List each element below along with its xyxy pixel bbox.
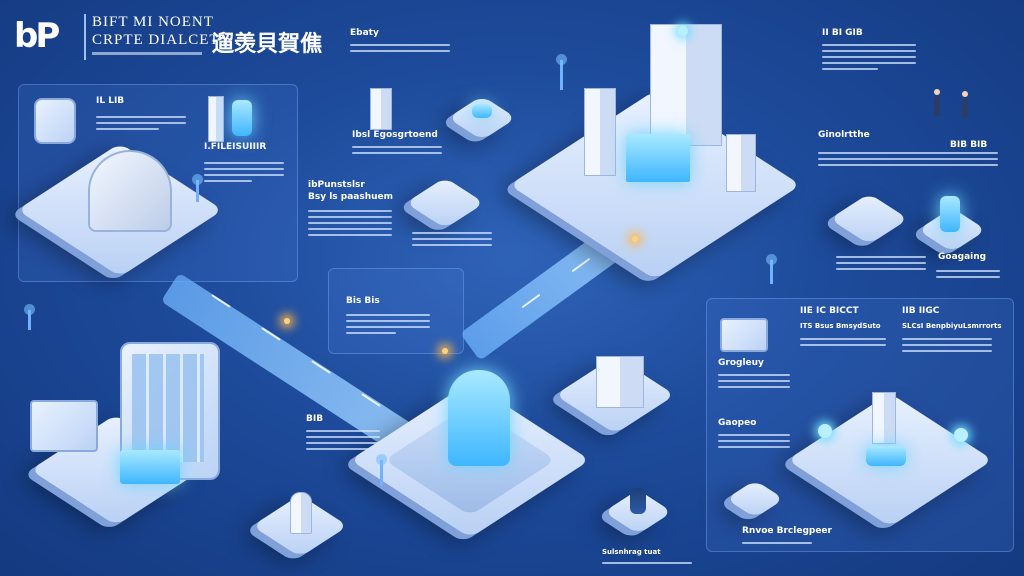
panel-subheading: Ginolrtthe	[818, 130, 870, 140]
panel-heading: Ebaty	[350, 28, 379, 38]
brand-title-chinese: 遛羡貝賀僬	[212, 32, 323, 57]
panel-text-block	[204, 158, 284, 186]
panel-subheading: Gaopeo	[718, 418, 757, 428]
skyscraper	[650, 24, 722, 146]
panel-subheading: I.FILEISUIIIR	[204, 142, 267, 152]
platform-tile	[405, 177, 485, 229]
panel-mid-box	[328, 268, 464, 354]
platform-tile	[829, 193, 909, 245]
panel-text-block	[352, 142, 442, 158]
antenna-tower	[872, 392, 896, 444]
tree-icon	[24, 304, 35, 330]
panel-text-block	[822, 40, 916, 74]
panel-text-block	[350, 40, 450, 56]
office-icon	[720, 318, 768, 352]
statue-figure	[290, 492, 312, 534]
panel-column-label: ITS Bsus BmsydSuto	[800, 322, 881, 330]
panel-text-block	[718, 370, 790, 392]
panel-text-block	[412, 228, 492, 250]
glowing-panel	[120, 450, 180, 484]
glass-facade	[626, 134, 690, 182]
panel-heading: II BI GIB	[822, 28, 863, 38]
panel-heading: IIE IC BICCT	[800, 306, 859, 316]
glass-cylinder	[232, 100, 252, 136]
tree-icon	[766, 254, 777, 284]
street-light	[284, 318, 290, 324]
panel-subheading: Ibsl Egosgrtoend	[352, 130, 438, 140]
street-light	[632, 236, 638, 242]
monitor-icon	[30, 400, 98, 452]
tree-icon	[556, 54, 567, 90]
panel-text-block	[308, 206, 392, 240]
brand-title-line2: CRPTE DIALCETY	[92, 32, 232, 48]
tower-small	[208, 96, 224, 142]
panel-column-label: SLCsI BenpbiyuLsmrrorts	[902, 322, 1002, 330]
server-rack	[370, 88, 392, 130]
platform-tile	[447, 95, 517, 141]
building-left	[584, 88, 616, 176]
panel-text-block	[742, 538, 812, 548]
header-divider	[84, 14, 86, 60]
street-light	[442, 348, 448, 354]
panel-text-block	[818, 148, 998, 170]
glowing-data-core	[448, 370, 510, 466]
display-grid	[132, 354, 204, 462]
small-capsule	[630, 488, 646, 514]
panel-text-block	[936, 266, 1000, 282]
panel-subheading: Grogleuy	[718, 358, 764, 368]
panel-heading: Goagaing	[938, 252, 987, 262]
tree-icon	[376, 454, 387, 486]
brand-tagline-bar	[92, 52, 202, 55]
panel-subheading: Bsy ls paashuem	[308, 192, 394, 202]
panel-label: BIB BIB	[950, 140, 988, 150]
light-orb	[818, 424, 832, 438]
device-icon	[34, 98, 76, 144]
glowing-device	[472, 104, 492, 118]
panel-text-block	[836, 252, 926, 274]
panel-text-block	[718, 430, 790, 452]
building-right	[726, 134, 756, 192]
panel-heading: BIB	[306, 414, 324, 424]
glowing-pool	[866, 446, 906, 466]
tree-icon	[192, 174, 203, 202]
glass-cylinder	[940, 196, 960, 232]
panel-text-block	[902, 334, 992, 356]
panel-text-block	[346, 310, 430, 338]
panel-heading: IL LIB	[96, 96, 125, 106]
cube-building	[596, 356, 644, 408]
dome-structure	[88, 150, 172, 232]
panel-heading: IIB IIGC	[902, 306, 940, 316]
brand-logo: bP	[14, 16, 60, 56]
light-orb	[954, 428, 968, 442]
rooftop-orb	[678, 26, 688, 36]
panel-heading: Bis Bis	[346, 296, 380, 306]
brand-title-line1: BIFT MI NOENT	[92, 14, 214, 30]
person-figure	[934, 89, 940, 116]
panel-subheading: Rnvoe Brclegpeer	[742, 526, 832, 536]
panel-heading: Sulsnhrag tuat	[602, 548, 661, 556]
person-figure	[962, 91, 968, 118]
panel-text-block	[800, 334, 886, 350]
panel-text-block	[96, 112, 186, 134]
panel-text-block	[602, 558, 692, 568]
panel-text-block	[306, 426, 380, 454]
panel-heading: ibPunstslsr	[308, 180, 365, 190]
